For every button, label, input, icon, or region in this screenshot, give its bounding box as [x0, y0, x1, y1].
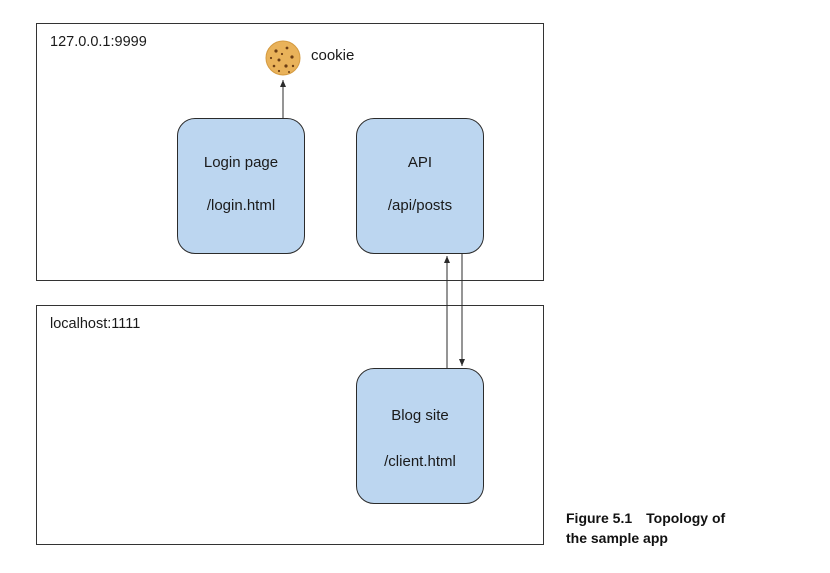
figure-number: Figure 5.1 [566, 510, 633, 526]
api-title: API [407, 154, 433, 171]
figure-caption-line2: the sample app [566, 530, 668, 546]
api-path: /api/posts [387, 197, 453, 214]
figure-caption: Figure 5.1 Topology of the sample app [566, 508, 725, 548]
origin-label-bottom: localhost:1111 [50, 316, 141, 332]
blog-site-node: Blog site /client.html [356, 368, 484, 504]
figure-caption-line1: Topology of [646, 510, 726, 526]
blog-site-path: /client.html [384, 453, 456, 470]
login-page-path: /login.html [206, 197, 276, 214]
cookie-label: cookie [311, 47, 355, 64]
login-page-title: Login page [203, 154, 279, 171]
login-page-node: Login page /login.html [177, 118, 305, 254]
blog-site-title: Blog site [391, 407, 449, 424]
api-node: API /api/posts [356, 118, 484, 254]
origin-label-top: 127.0.0.1:9999 [50, 34, 147, 50]
